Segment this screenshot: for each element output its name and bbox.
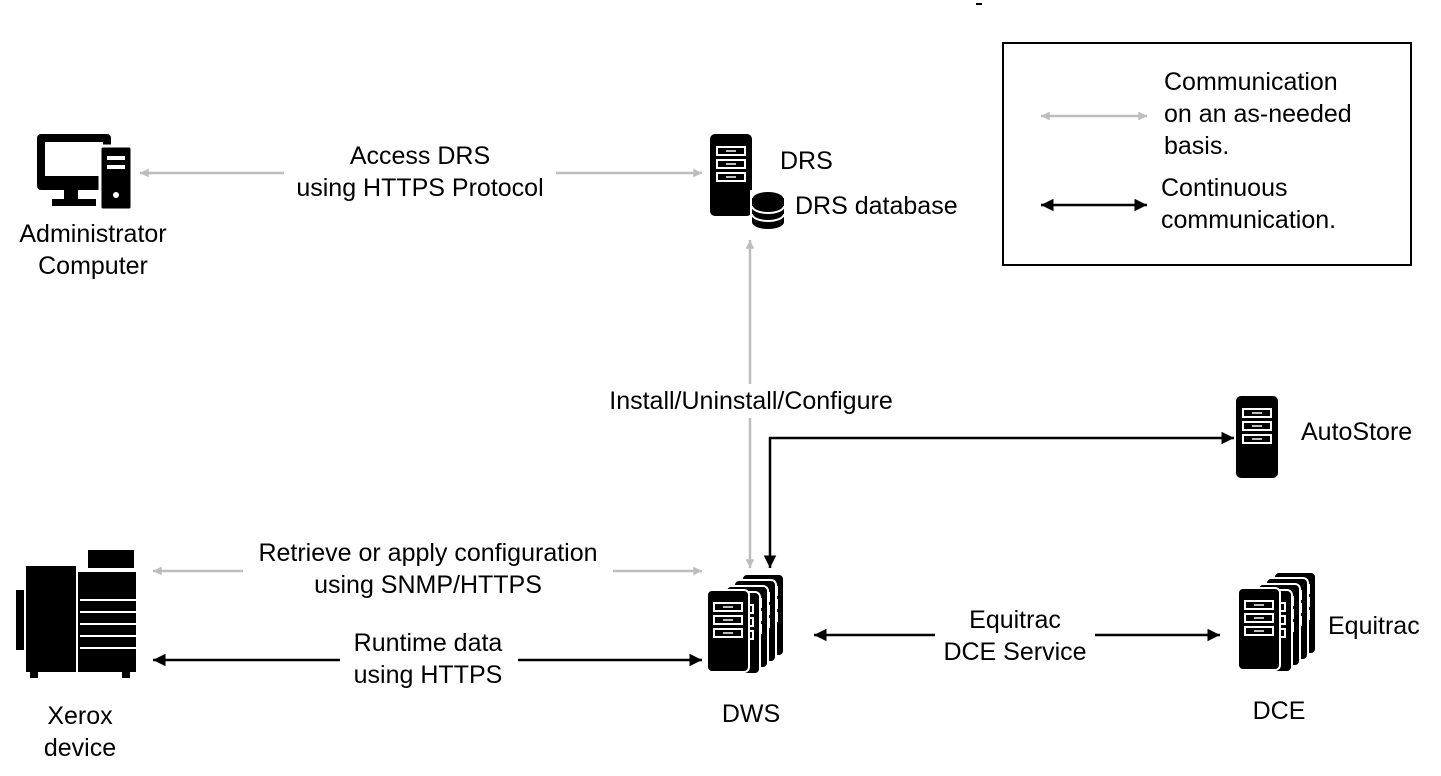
node-label-xerox-2: device <box>44 734 116 762</box>
desktop-computer-icon <box>37 134 134 212</box>
node-label-drs: DRS <box>780 147 833 175</box>
edge-label-dws-dce-1: Equitrac <box>969 606 1061 634</box>
edge-label-xerox-dws-config-1: Retrieve or apply configuration <box>258 539 597 567</box>
node-label-dce: DCE <box>1253 697 1306 725</box>
node-label-equitrac: Equitrac <box>1328 612 1420 640</box>
node-label-xerox-1: Xerox <box>47 702 113 730</box>
node-label-autostore: AutoStore <box>1301 418 1412 446</box>
legend-continuous-line-2: communication. <box>1161 206 1336 234</box>
node-label-admin-1: Administrator <box>19 220 166 248</box>
edge-label-xerox-dws-runtime-1: Runtime data <box>354 629 503 657</box>
edge-label-xerox-dws-config-2: using SNMP/HTTPS <box>314 571 542 599</box>
node-label-dws: DWS <box>722 700 780 728</box>
multifunction-printer-icon <box>16 550 136 678</box>
edge-label-dws-dce-2: DCE Service <box>943 638 1086 666</box>
server-cluster-icon <box>706 573 785 675</box>
legend: Communication on an as-needed basis. Con… <box>1002 42 1412 266</box>
server-icon <box>709 133 753 217</box>
node-label-admin-2: Computer <box>38 252 148 280</box>
edge-label-drs-dws: Install/Uninstall/Configure <box>609 387 892 415</box>
arrow-dws-autostore <box>763 431 1234 568</box>
database-icon <box>750 190 788 229</box>
legend-as-needed-line-1: Communication <box>1164 68 1338 96</box>
node-label-drs-database: DRS database <box>795 192 958 220</box>
legend-as-needed-line-3: basis. <box>1164 132 1229 160</box>
legend-continuous-line-1: Continuous <box>1161 174 1287 202</box>
server-icon <box>1235 395 1279 479</box>
edge-label-admin-drs-1: Access DRS <box>350 142 490 170</box>
edge-label-xerox-dws-runtime-2: using HTTPS <box>354 661 503 689</box>
edge-label-admin-drs-2: using HTTPS Protocol <box>296 174 543 202</box>
server-cluster-icon <box>1237 571 1317 673</box>
legend-as-needed-line-2: on an as-needed <box>1164 100 1352 128</box>
